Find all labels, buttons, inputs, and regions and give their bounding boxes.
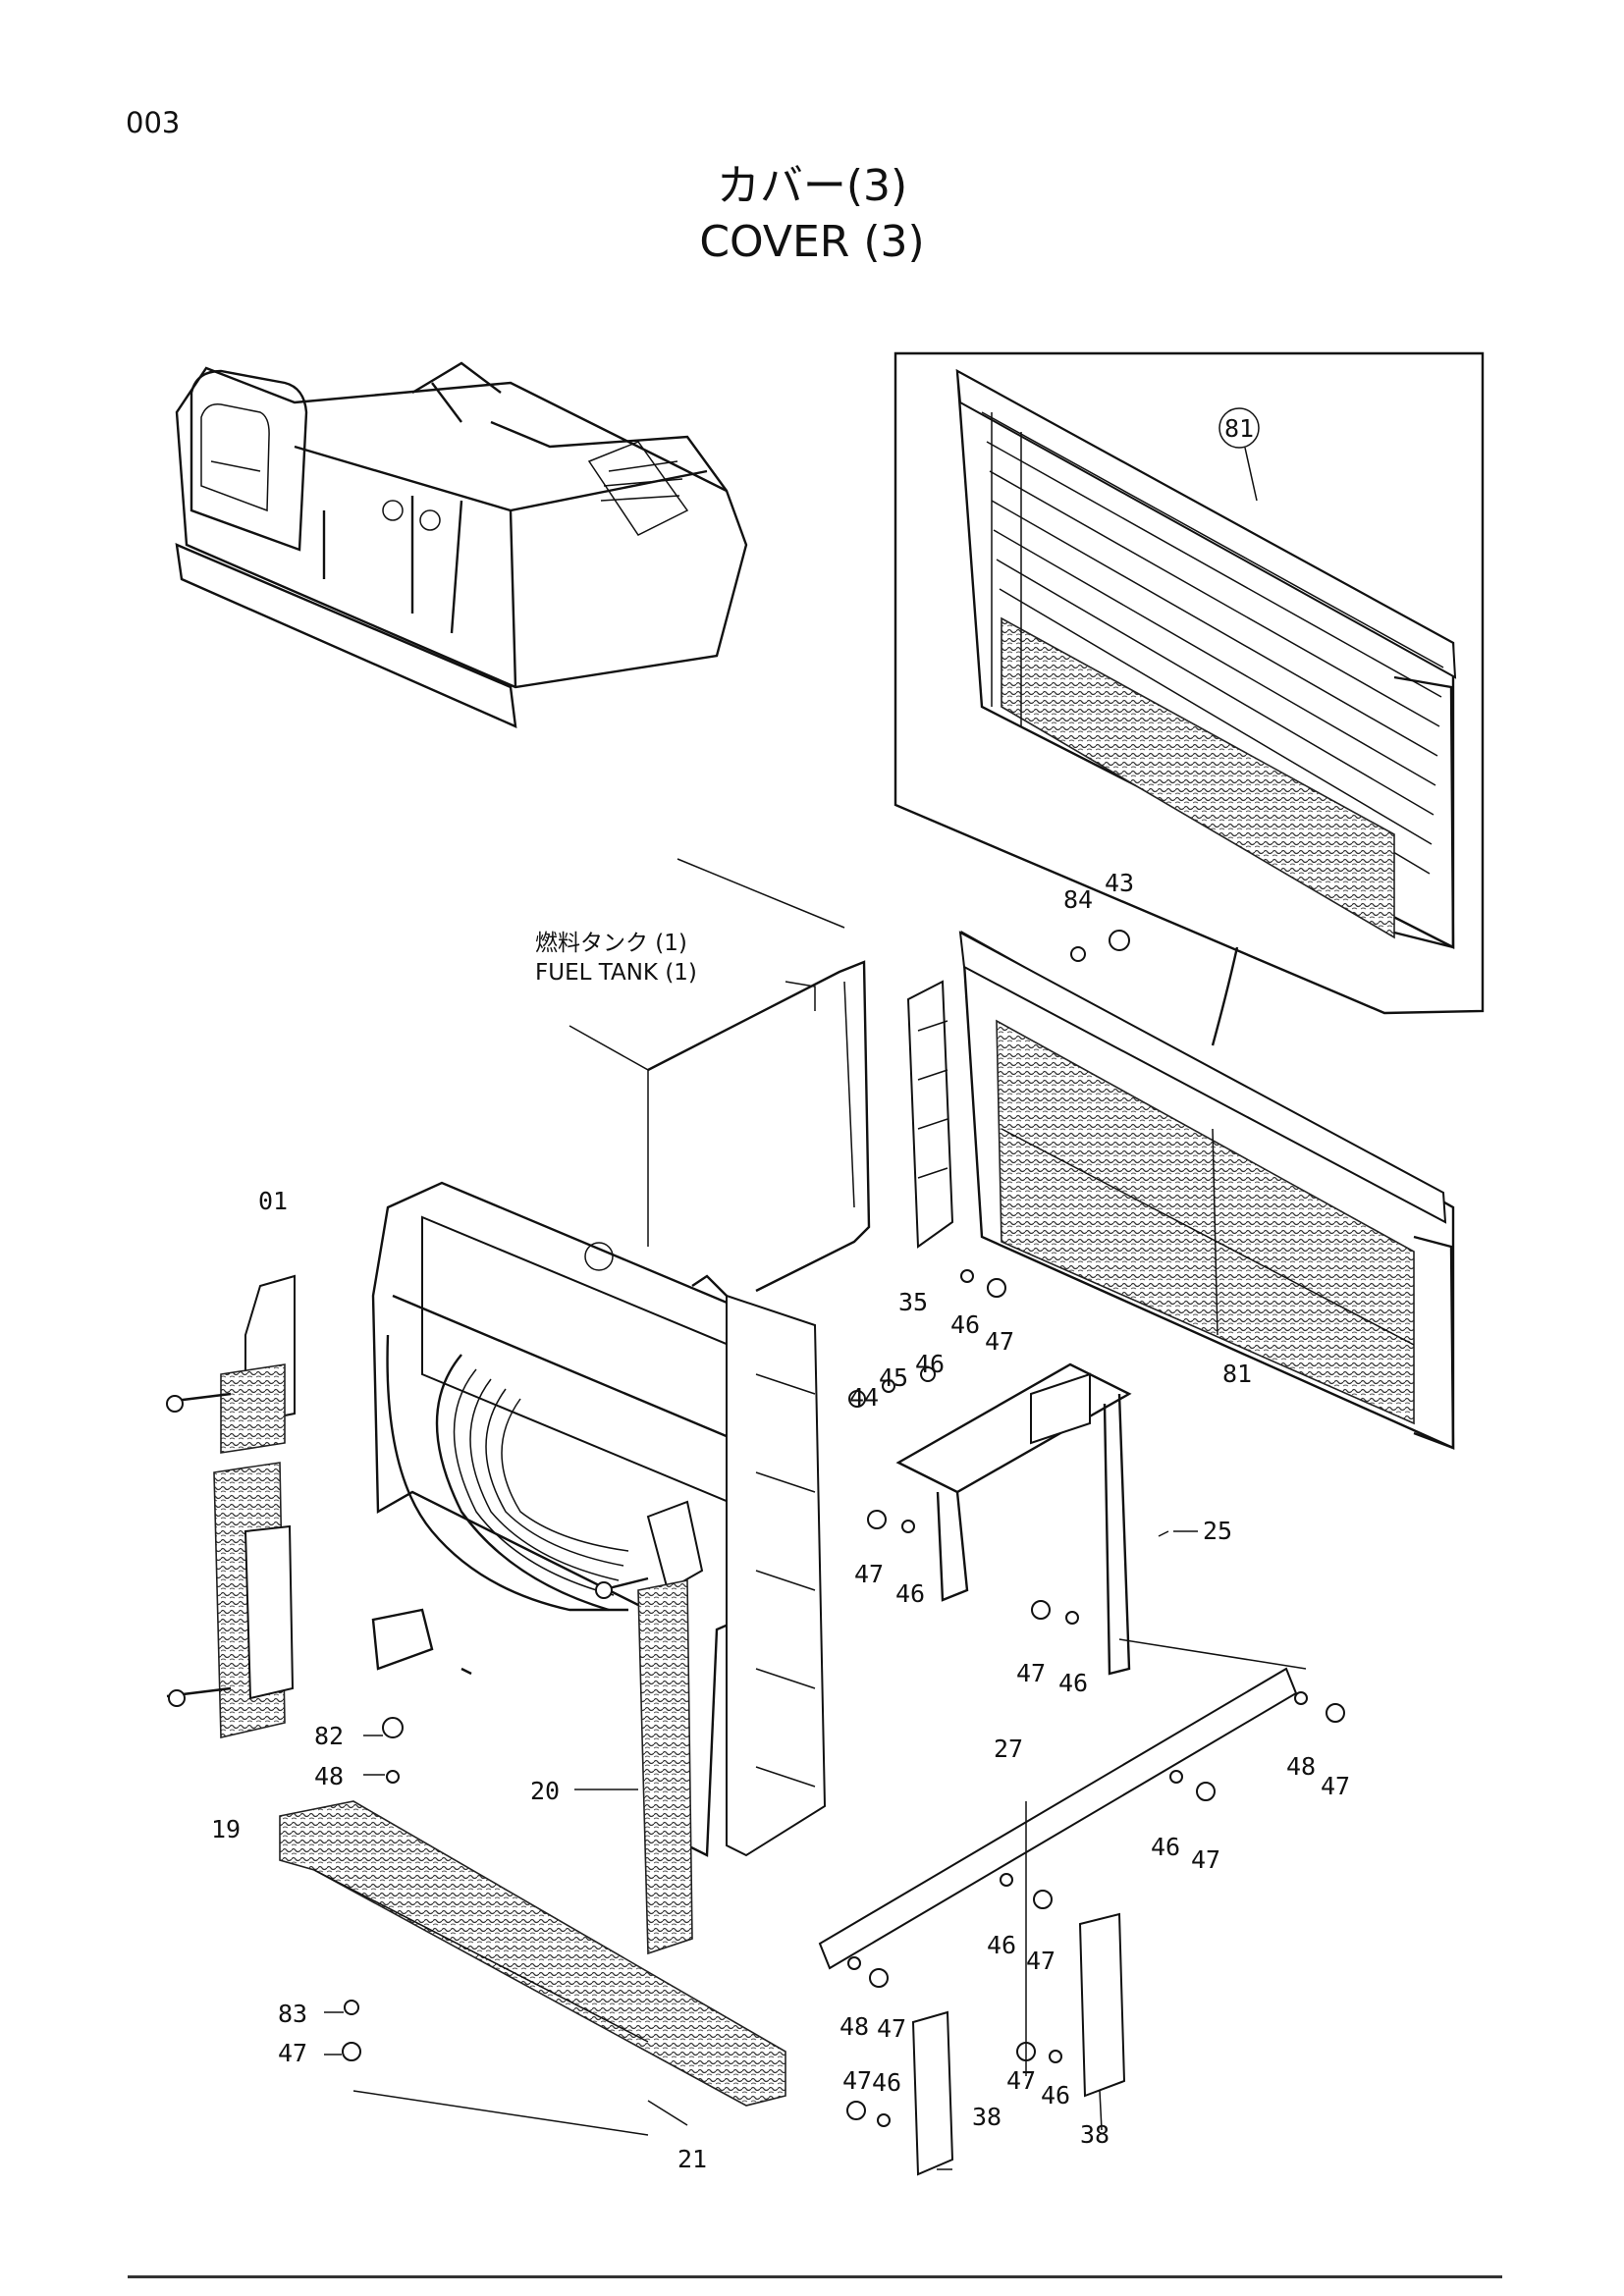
callout-47-f: 47	[1026, 1947, 1056, 1975]
callout-81-detail: 81	[1224, 414, 1254, 443]
callout-47-e: 47	[1191, 1845, 1220, 1874]
callout-48-a: 48	[1286, 1752, 1316, 1781]
callout-48-c: 48	[314, 1762, 344, 1790]
callout-47-a: 47	[985, 1327, 1014, 1356]
callout-46-f: 46	[987, 1931, 1016, 1959]
excavator-overview	[175, 361, 748, 728]
radiator-assembly	[371, 1181, 827, 1857]
fuel-tank-outline	[568, 858, 871, 1293]
callout-47-g: 47	[877, 2014, 906, 2043]
callout-48-b: 48	[839, 2012, 869, 2041]
callout-19: 19	[211, 1815, 241, 1843]
cover-21	[279, 1800, 786, 2107]
callout-38-left: 38	[972, 2103, 1001, 2131]
callout-47-i: 47	[842, 2066, 872, 2095]
cover-19	[213, 1462, 295, 1738]
callout-47-c: 47	[1016, 1659, 1046, 1687]
radiator-screen-81	[958, 930, 1455, 1450]
detail-view-frame	[893, 351, 1485, 1046]
callout-21: 21	[677, 2145, 707, 2173]
callout-47-h: 47	[1006, 2066, 1036, 2095]
brace-27	[818, 1667, 1298, 1970]
callout-20: 20	[530, 1777, 560, 1805]
callout-labels: 01 19 20 21 25 27 35 38 38 43 84 44 45 4…	[211, 869, 1350, 2173]
cover-20	[637, 1500, 704, 1955]
leader-lines	[324, 1530, 1307, 2170]
bottom-rule	[128, 2275, 1502, 2278]
callout-83: 83	[278, 2000, 307, 2028]
stay-38-left	[911, 2010, 954, 2176]
callout-47-d: 47	[1321, 1772, 1350, 1800]
callout-46-b: 46	[950, 1310, 980, 1339]
callout-43: 43	[1105, 869, 1134, 897]
page-number: 003	[126, 106, 181, 139]
fuel-tank-label-jp: 燃料タンク (1)	[535, 931, 687, 956]
callout-82: 82	[314, 1722, 344, 1750]
stay-38-right	[1078, 1912, 1126, 2098]
callout-35: 35	[898, 1288, 928, 1316]
callout-84: 84	[1063, 885, 1093, 914]
callout-46-e: 46	[1151, 1833, 1180, 1861]
callout-46-a: 46	[915, 1350, 945, 1378]
callout-01: 01	[258, 1187, 288, 1215]
callout-25: 25	[1203, 1517, 1232, 1545]
callout-47-b: 47	[854, 1560, 884, 1588]
bracket-35	[906, 980, 954, 1249]
title-japanese: カバー(3)	[716, 161, 908, 211]
cover-01	[220, 1274, 296, 1454]
callout-47-j: 47	[278, 2039, 307, 2067]
callout-81: 81	[1222, 1360, 1252, 1388]
callout-27: 27	[994, 1735, 1023, 1763]
callout-46-h: 46	[872, 2068, 901, 2097]
callout-46-c: 46	[895, 1579, 925, 1608]
callout-46-d: 46	[1058, 1669, 1088, 1697]
callout-38-right: 38	[1080, 2120, 1110, 2149]
callout-45: 45	[879, 1363, 908, 1392]
fuel-tank-label-en: FUEL TANK (1)	[535, 960, 697, 986]
title-english: COVER (3)	[699, 217, 925, 267]
callout-46-g: 46	[1041, 2081, 1070, 2109]
callout-44: 44	[849, 1383, 879, 1412]
fasteners	[166, 930, 1345, 2127]
support-25	[895, 1362, 1132, 1676]
